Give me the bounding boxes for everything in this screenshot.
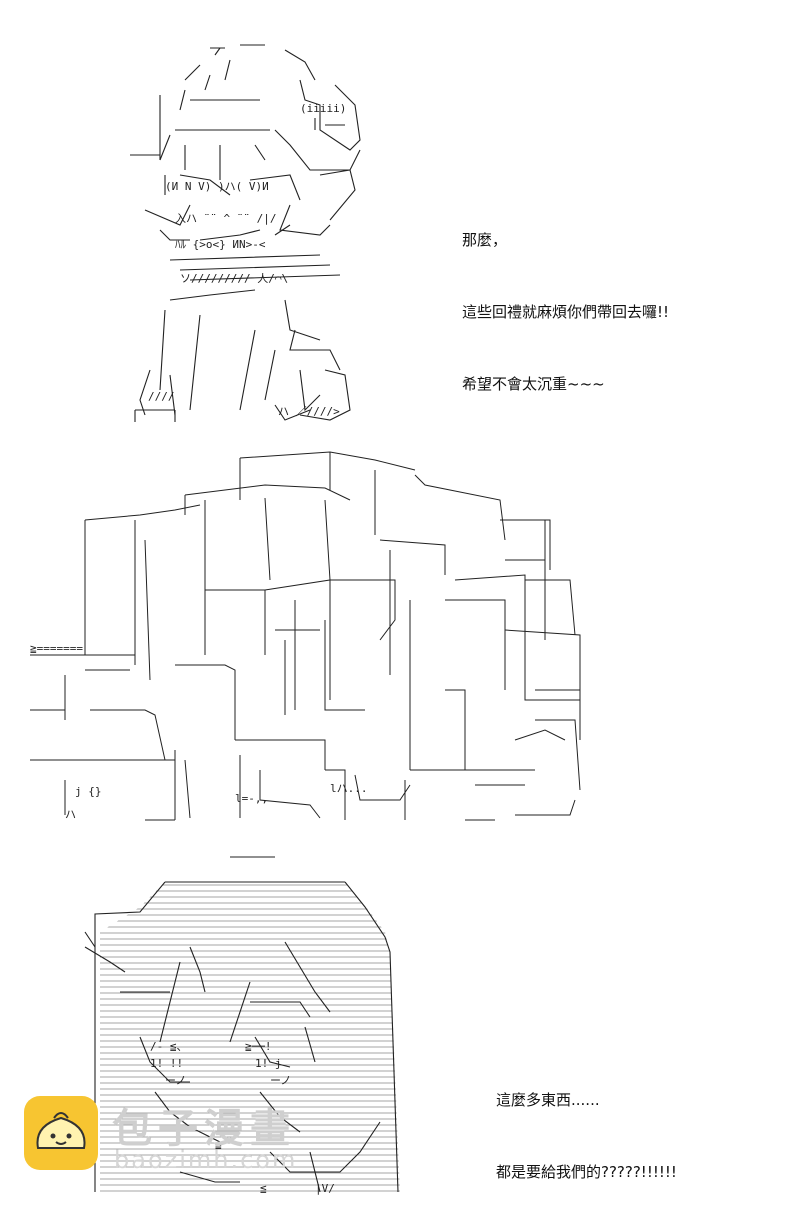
svg-text:ﾊﾙ {>o<} ИN>-<: ﾊﾙ {>o<} ИN>-<: [175, 238, 266, 251]
watermark: 包子漫畫 baozimh.com: [24, 1094, 354, 1174]
svg-text:≧=======: ≧=======: [30, 642, 83, 655]
speech-text: 這麼多東西...... 都是要給我們的?????!!!!!!: [496, 1040, 677, 1232]
svg-text:ーノ: ーノ: [270, 1074, 291, 1087]
speech-line: 這些回禮就麻煩你們帶回去囉!!: [462, 303, 670, 321]
svg-text:ソ///////// 人/⌒\: ソ///////// 人/⌒\: [180, 272, 288, 285]
watermark-url: baozimh.com: [114, 1146, 298, 1174]
panel-3: /- ≦、 ≧──! 1! !! 1! j ーノ ーノ ≦ ≦ |V/ 這麼多東…: [0, 840, 800, 1200]
svg-text:ーノ: ーノ: [165, 1074, 186, 1087]
svg-text:ハ ／////>: ハ ／////>: [278, 405, 340, 418]
speech-line: 都是要給我們的?????!!!!!!: [496, 1163, 677, 1181]
svg-text:(iiiii): (iiiii): [300, 102, 346, 115]
svg-text:l=-,,: l=-,,: [235, 792, 268, 805]
svg-text:////: ////: [148, 390, 175, 403]
watermark-name: 包子漫畫: [112, 1106, 296, 1152]
panel-2: ≧======= j {} ハ l=-,, lハ...: [0, 440, 800, 830]
hatched-figure-ascii-art: /- ≦、 ≧──! 1! !! 1! j ーノ ーノ ≦ ≦ |V/: [80, 852, 430, 1200]
character-ascii-art: (iiiii) (И N V) )ハ( V)И 入ハ ¨¨ ^ ¨¨ /|/ ﾊ…: [90, 30, 380, 425]
svg-text:(И N V) )ハ( V)И: (И N V) )ハ( V)И: [165, 180, 269, 193]
svg-text:ハ: ハ: [65, 808, 76, 821]
svg-text:≦: ≦: [215, 1138, 222, 1151]
svg-text:lハ...: lハ...: [330, 782, 368, 795]
svg-text:|V/: |V/: [315, 1182, 335, 1195]
svg-text:入ハ ¨¨ ^ ¨¨ /|/: 入ハ ¨¨ ^ ¨¨ /|/: [175, 212, 276, 225]
speech-line: 那麼，: [462, 231, 508, 249]
panel-1: (iiiii) (И N V) )ハ( V)И 入ハ ¨¨ ^ ¨¨ /|/ ﾊ…: [0, 0, 800, 430]
bun-logo-icon: [24, 1096, 98, 1170]
speech-line: 希望不會太沉重~~~: [462, 375, 605, 393]
svg-text:1! !!: 1! !!: [150, 1057, 183, 1070]
svg-text:1! j: 1! j: [255, 1057, 282, 1070]
gift-pile-ascii-art: ≧======= j {} ハ l=-,, lハ...: [25, 440, 595, 825]
svg-text:≧──!: ≧──!: [245, 1040, 272, 1053]
svg-text:j {}: j {}: [75, 785, 102, 798]
svg-text:≦: ≦: [260, 1182, 267, 1195]
svg-text:/- ≦、: /- ≦、: [150, 1040, 188, 1053]
speech-line: 這麼多東西......: [496, 1091, 600, 1109]
speech-text: 那麼， 這些回禮就麻煩你們帶回去囉!! 希望不會太沉重~~~: [462, 180, 669, 444]
